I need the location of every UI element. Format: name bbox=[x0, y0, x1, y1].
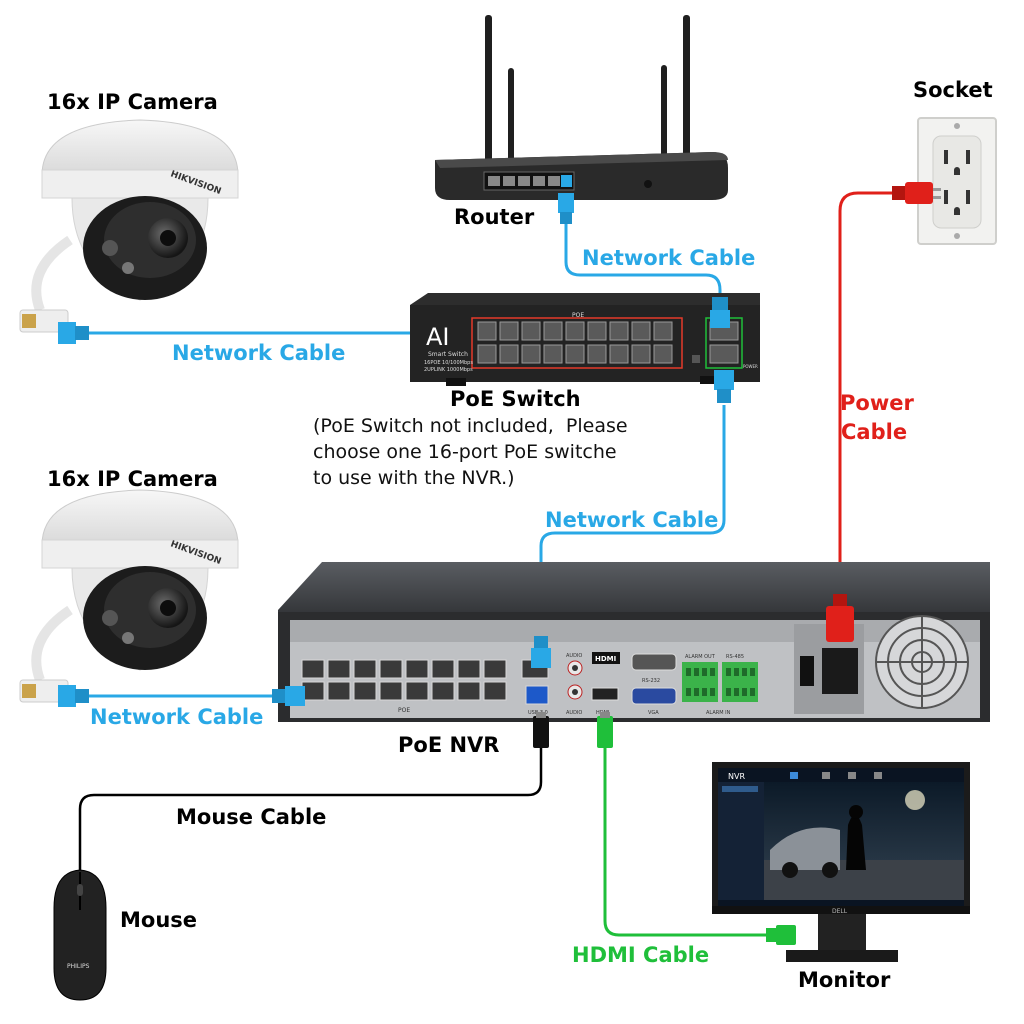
mouse-label: Mouse bbox=[120, 908, 198, 932]
nvr-label: PoE NVR bbox=[398, 733, 500, 757]
nvr-alarm-in-text: ALARM IN bbox=[706, 710, 731, 716]
switch-poe-text: POE bbox=[572, 312, 584, 319]
power-plug-socket bbox=[892, 182, 941, 204]
switch-text-2: 16POE 10/100Mbps bbox=[424, 360, 473, 366]
nvr-rs485-text: RS-485 bbox=[726, 654, 744, 660]
nvr-vga-text: VGA bbox=[648, 710, 659, 716]
mouse-cable bbox=[78, 748, 543, 870]
network-cable-label-camera-top: Network Cable bbox=[172, 341, 346, 365]
router-label: Router bbox=[454, 205, 535, 229]
mouse-brand: PHILIPS bbox=[67, 963, 90, 970]
nvr-rs232-text: RS-232 bbox=[642, 678, 660, 684]
power-cable-label-line2: Cable bbox=[841, 420, 908, 444]
switch-badge: AI bbox=[426, 323, 450, 351]
mouse-cable-label: Mouse Cable bbox=[176, 805, 327, 829]
nvr-fan bbox=[875, 615, 969, 709]
hdmi-plug-nvr bbox=[597, 712, 613, 748]
nvr-hdmi-logo: HDMI bbox=[595, 655, 616, 663]
poe-nvr: POE USB 3.0 AUDIO AUDIO HDMI HDMI RS-232… bbox=[278, 562, 990, 722]
hdmi-plug-monitor bbox=[766, 925, 796, 945]
router bbox=[435, 15, 728, 200]
usb-plug-mouse bbox=[533, 712, 549, 748]
hdmi-cable-label: HDMI Cable bbox=[572, 943, 710, 967]
socket-label: Socket bbox=[913, 78, 993, 102]
rj45-plug-camera-top bbox=[58, 322, 89, 344]
monitor-title: NVR bbox=[728, 772, 745, 781]
monitor-brand: DELL bbox=[832, 908, 848, 915]
mouse-device: PHILIPS bbox=[53, 869, 107, 1001]
hdmi-cable bbox=[603, 748, 768, 937]
power-cable bbox=[838, 191, 893, 600]
network-cable-switch-nvr bbox=[539, 405, 726, 640]
poe-switch-note: (PoE Switch not included, Please choose … bbox=[313, 415, 628, 489]
rj45-plug-router bbox=[558, 193, 574, 224]
network-cable-label-router: Network Cable bbox=[582, 246, 756, 270]
wall-socket bbox=[917, 117, 997, 245]
nvr-audio-top-text: AUDIO bbox=[566, 653, 582, 659]
switch-text-1: Smart Switch bbox=[428, 351, 468, 358]
network-cable-label-switch-nvr: Network Cable bbox=[545, 508, 719, 532]
ip-camera-bottom: HIKVISION bbox=[19, 489, 239, 703]
nvr-poe-ports bbox=[301, 659, 507, 701]
power-plug-nvr bbox=[826, 594, 854, 642]
switch-port-block bbox=[477, 321, 673, 364]
ip-camera-top: HIKVISION bbox=[19, 119, 239, 333]
switch-power-text: POWER bbox=[743, 364, 758, 369]
monitor-label: Monitor bbox=[798, 968, 891, 992]
camera-bottom-label: 16x IP Camera bbox=[47, 467, 218, 491]
camera-top-label: 16x IP Camera bbox=[47, 90, 218, 114]
nvr-poe-text: POE bbox=[398, 707, 410, 714]
network-cable-label-camera-bottom: Network Cable bbox=[90, 705, 264, 729]
nvr-alarm-out-text: ALARM OUT bbox=[685, 654, 716, 660]
poe-switch: AI Smart Switch 16POE 10/100Mbps 2UPLINK… bbox=[410, 293, 760, 386]
network-cable-router-switch bbox=[564, 222, 722, 308]
rj45-plug-switch-bottom bbox=[714, 370, 734, 403]
rj45-plug-nvr-uplink bbox=[531, 636, 551, 668]
poe-switch-label: PoE Switch bbox=[450, 387, 581, 411]
power-cable-label-line1: Power bbox=[840, 391, 914, 415]
rj45-plug-camera-bottom bbox=[58, 685, 89, 707]
router-lan-ports bbox=[483, 171, 575, 191]
nvr-audio-bottom-text: AUDIO bbox=[566, 710, 582, 716]
rj45-plug-switch-top bbox=[710, 297, 730, 328]
monitor-device: NVR DELL bbox=[712, 762, 970, 962]
rj45-plug-nvr-camera bbox=[272, 686, 305, 706]
switch-text-3: 2UPLINK 1000Mbps bbox=[424, 367, 473, 373]
